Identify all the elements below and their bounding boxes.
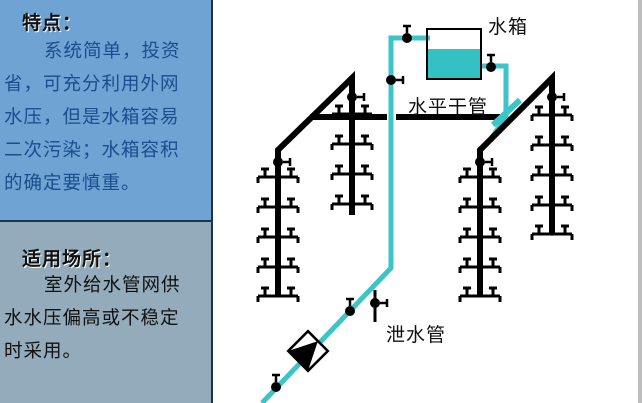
- features-title: 特点：: [22, 12, 83, 34]
- features-panel: 特点： 系统简单，投资 省，可充分利用外网 水压，但是水箱容易 二次污染；水箱容…: [0, 0, 213, 222]
- left-riser-group: [256, 70, 374, 304]
- right-riser-group: [458, 70, 574, 304]
- riser-valve-icon: [384, 73, 405, 87]
- features-line: 二次污染；水箱容积: [4, 140, 180, 161]
- check-valve-icon: [286, 329, 330, 373]
- application-line: 室外给水管网供: [44, 275, 181, 296]
- features-line: 的确定要慎重。: [4, 173, 141, 194]
- features-line: 省，可充分利用外网: [4, 74, 180, 95]
- application-title: 适用场所：: [22, 248, 123, 270]
- horizontal-main-label: 水平干管: [408, 96, 489, 118]
- application-line: 时采用。: [4, 341, 83, 362]
- application-line: 水水压偏高或不稳定: [4, 308, 180, 329]
- drain-pipe: [368, 290, 389, 322]
- tank-outlet-valve-icon: [484, 53, 498, 74]
- features-line: 水压，但是水箱容易: [4, 107, 180, 128]
- tank-inlet-valve-icon: [400, 24, 414, 45]
- water-tank: [426, 28, 482, 80]
- supply-valve-icon: [343, 297, 357, 318]
- application-text: 室外给水管网供 水水压偏高或不稳定 时采用。: [4, 269, 204, 368]
- drain-pipe-label: 泄水管: [386, 324, 447, 346]
- features-text: 系统简单，投资 省，可充分利用外网 水压，但是水箱容易 二次污染；水箱容积 的确…: [4, 35, 204, 200]
- application-panel: 适用场所： 室外给水管网供 水水压偏高或不稳定 时采用。: [0, 222, 213, 403]
- water-tank-label: 水箱: [488, 16, 529, 38]
- features-line: 系统简单，投资: [44, 41, 181, 62]
- right-edge-bar: [638, 0, 642, 403]
- inlet-valve-icon: [269, 373, 283, 394]
